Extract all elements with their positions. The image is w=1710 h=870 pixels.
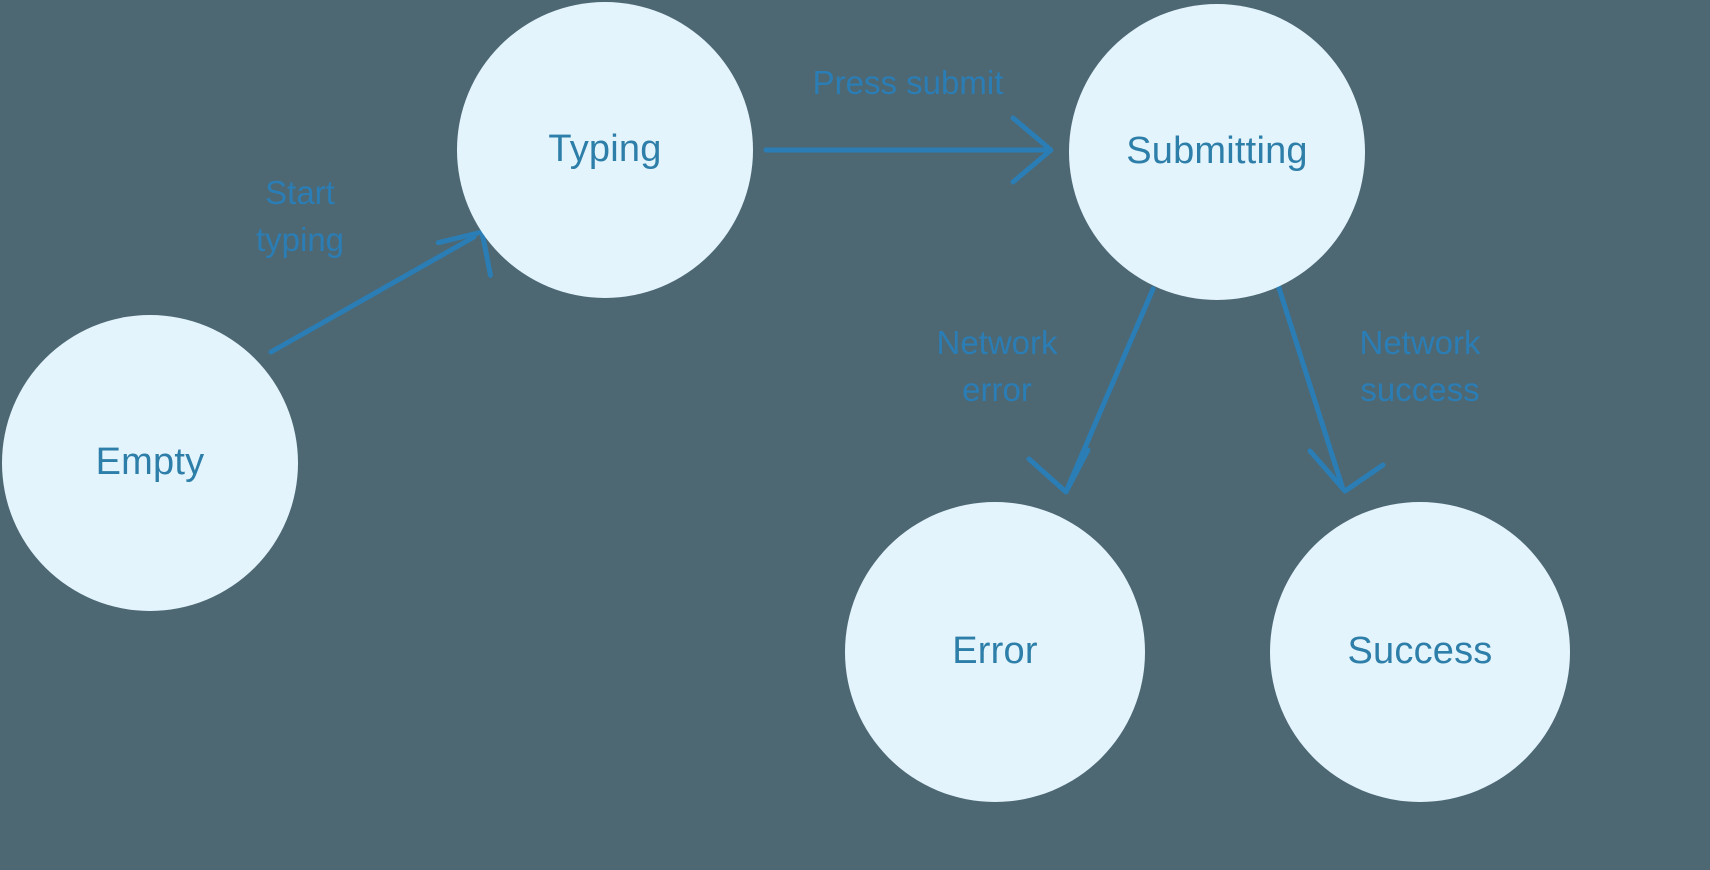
state-label-submitting: Submitting [1126, 130, 1308, 173]
edge-line-submitting-to-error [1065, 286, 1156, 490]
edge-empty-to-typing [268, 229, 493, 355]
state-node-error[interactable]: Error [845, 502, 1145, 802]
edge-line-empty-to-typing [268, 234, 477, 355]
state-label-typing: Typing [548, 128, 662, 171]
edge-line-submitting-to-success [1276, 285, 1345, 489]
arrowhead-submitting-to-error [1026, 447, 1091, 495]
state-node-empty[interactable]: Empty [2, 315, 298, 611]
state-label-error: Error [952, 630, 1038, 673]
edge-submitting-to-error [1026, 286, 1156, 495]
edge-typing-to-submitting [763, 115, 1054, 185]
state-label-success: Success [1347, 630, 1493, 673]
arrowhead-submitting-to-success [1307, 448, 1386, 494]
state-node-success[interactable]: Success [1270, 502, 1570, 802]
arrowhead-typing-to-submitting [1010, 115, 1054, 185]
state-node-typing[interactable]: Typing [457, 2, 753, 298]
edge-submitting-to-success [1276, 285, 1386, 494]
state-node-submitting[interactable]: Submitting [1069, 4, 1365, 300]
state-label-empty: Empty [95, 441, 205, 484]
